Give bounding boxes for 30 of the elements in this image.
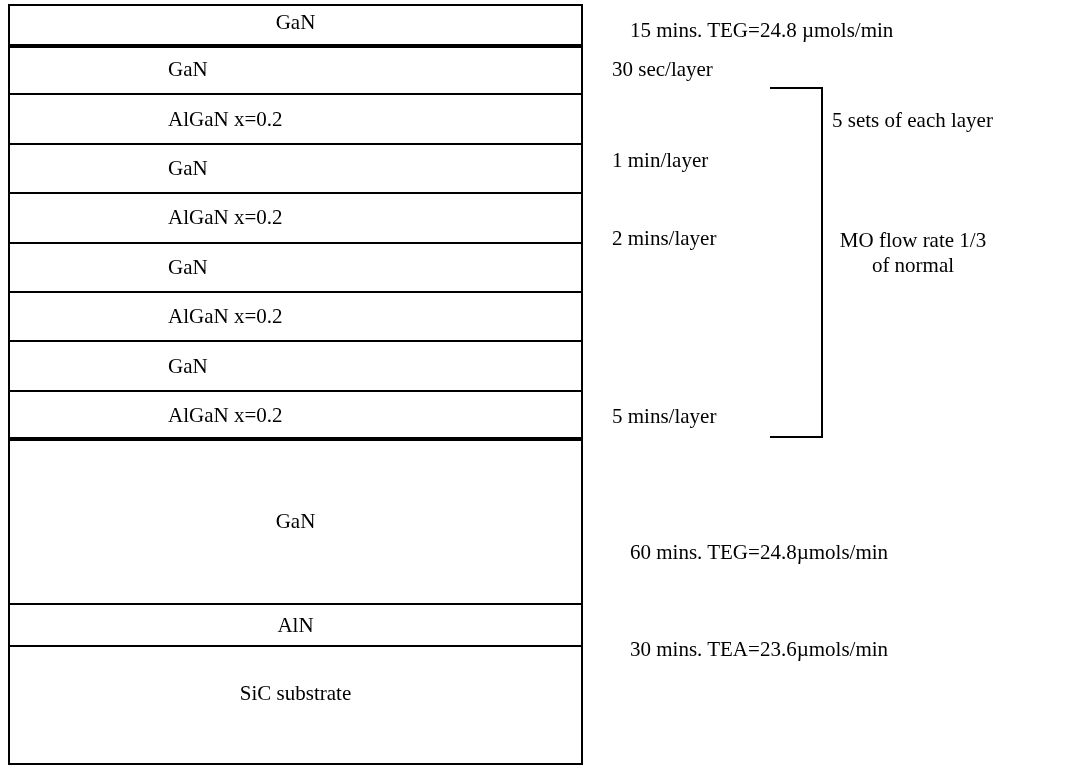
layer-box [8, 241, 583, 293]
layer-time: 1 min/layer [612, 148, 709, 173]
layer-name: GaN [168, 353, 208, 379]
layer-name: AlGaN x=0.2 [168, 403, 283, 428]
layer-time: 5 mins/layer [612, 404, 717, 429]
layer-name: GaN [168, 254, 208, 280]
layer-name: GaN [168, 57, 208, 83]
layer-name: GaN [275, 508, 316, 534]
layer-box [8, 645, 583, 765]
note: 5 sets of each layer [832, 108, 993, 133]
layer-box [8, 192, 583, 244]
layer-box [8, 389, 583, 442]
growth-condition: 30 mins. TEA=23.6µmols/min [630, 637, 889, 662]
note: MO flow rate 1/3 of normal [838, 228, 988, 278]
layer-time: 2 mins/layer [612, 226, 717, 251]
layer-name: AlGaN x=0.2 [168, 106, 283, 132]
layer-name: AlGaN x=0.2 [168, 304, 283, 330]
layer-box [8, 44, 583, 96]
layer-name: AlN [277, 612, 314, 638]
layer-name: SiC substrate [239, 681, 352, 706]
layer-name: AlGaN x=0.2 [168, 205, 283, 231]
layer-name: GaN [275, 10, 316, 35]
growth-condition: 60 mins. TEG=24.8µmols/min [630, 540, 889, 565]
layer-time: 30 sec/layer [612, 57, 713, 82]
layer-box [8, 291, 583, 343]
layer-box [8, 93, 583, 145]
layer-box [8, 340, 583, 392]
layer-box [8, 142, 583, 195]
layer-name: GaN [168, 156, 208, 181]
growth-condition: 15 mins. TEG=24.8 µmols/min [630, 18, 894, 43]
